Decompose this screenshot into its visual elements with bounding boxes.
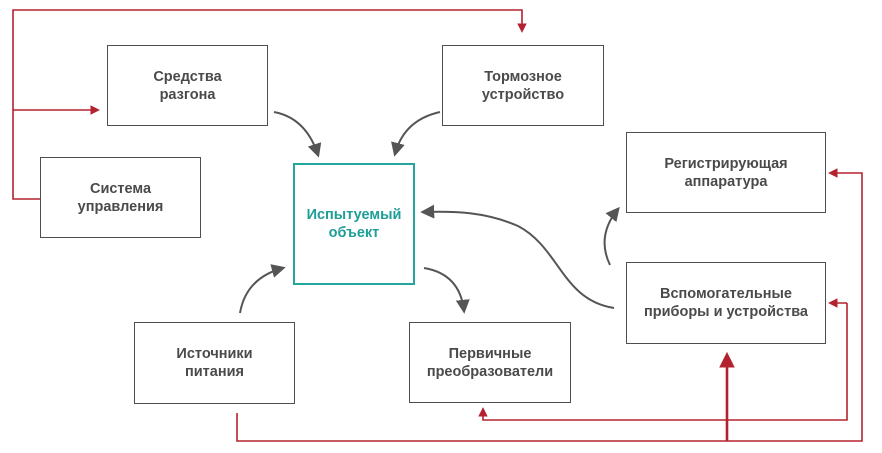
node-test-object-label: Испытуемый объект xyxy=(306,207,402,241)
node-auxiliary-devices: Вспомогательные приборы и устройства xyxy=(626,262,826,344)
node-control-system-label: Система управления xyxy=(77,180,164,215)
arrow-acceleration-to-object xyxy=(273,111,322,158)
node-acceleration-label: Средства разгона xyxy=(153,68,222,103)
arrow-object-to-transducers xyxy=(423,267,470,314)
arrow-auxiliary-to-recording xyxy=(603,206,620,266)
node-primary-transducers-label: Первичные преобразователи xyxy=(426,345,554,380)
node-auxiliary-devices-label: Вспомогательные приборы и устройства xyxy=(643,286,808,320)
node-power-sources: Источники питания xyxy=(134,322,295,404)
node-brake-label: Тормозное устройство xyxy=(481,68,565,103)
node-recording-equipment: Регистрирующая аппаратура xyxy=(626,132,826,213)
node-acceleration: Средства разгона xyxy=(107,45,268,126)
line-control-to-brake xyxy=(12,9,527,200)
node-power-sources-label: Источники питания xyxy=(176,346,253,380)
line-power-to-transducers xyxy=(478,303,848,421)
node-primary-transducers: Первичные преобразователи xyxy=(409,322,571,403)
arrow-auxiliary-to-object xyxy=(420,204,615,309)
arrow-power-to-object xyxy=(239,264,286,314)
node-recording-equipment-label: Регистрирующая аппаратура xyxy=(664,155,788,190)
arrow-brake-to-object xyxy=(391,111,441,157)
node-control-system: Система управления xyxy=(40,157,201,238)
node-brake: Тормозное устройство xyxy=(442,45,604,126)
line-power-bus xyxy=(236,168,863,442)
node-test-object: Испытуемый объект xyxy=(293,163,415,285)
